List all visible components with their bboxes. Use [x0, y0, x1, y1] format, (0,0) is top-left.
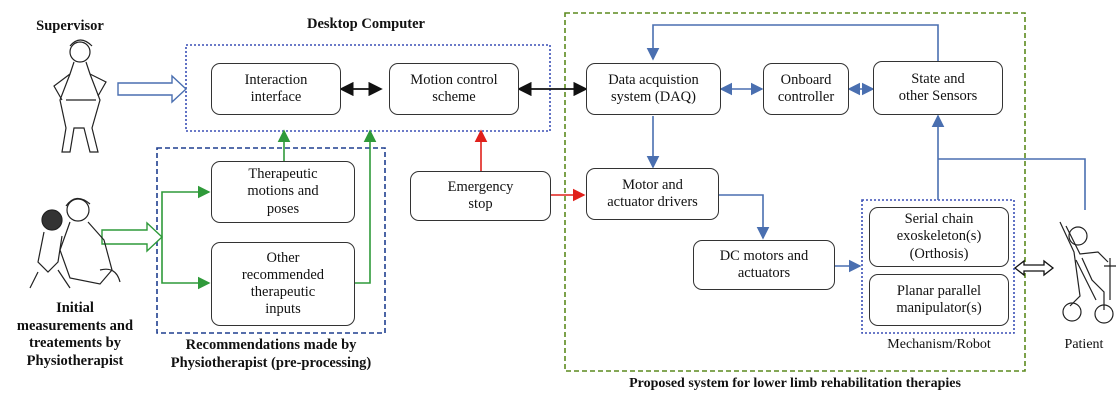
- desktop-computer-label: Desktop Computer: [306, 16, 425, 32]
- interaction-interface-box: Interaction interface: [211, 63, 341, 115]
- dc-motors-box: DC motors and actuators: [693, 240, 835, 290]
- supervisor-label: Supervisor: [36, 18, 104, 34]
- supervisor-arrow: [117, 74, 188, 104]
- patient-figure: [1059, 221, 1116, 324]
- physiotherapist-label: Initial measurements and treatements by …: [16, 300, 134, 370]
- robot-patient-arrow: [1013, 259, 1055, 277]
- therapeutic-motions-box: Therapeutic motions and poses: [211, 161, 355, 223]
- other-inputs-box: Other recommended therapeutic inputs: [211, 242, 355, 326]
- proposed-system-group: [564, 12, 1026, 372]
- daq-box: Data acquistion system (DAQ): [586, 63, 721, 115]
- state-sensors-box: State and other Sensors: [873, 61, 1003, 115]
- exoskeleton-box: Serial chain exoskeleton(s) (Orthosis): [869, 207, 1009, 267]
- onboard-controller-box: Onboard controller: [763, 63, 849, 115]
- planar-manipulator-box: Planar parallel manipulator(s): [869, 274, 1009, 326]
- proposed-system-label: Proposed system for lower limb rehabilit…: [629, 376, 961, 391]
- recommendations-group: [156, 147, 386, 334]
- mechanism-label: Mechanism/Robot: [887, 337, 991, 352]
- physio-arrow: [101, 221, 164, 253]
- supervisor-figure: [53, 39, 107, 153]
- patient-label: Patient: [1064, 337, 1104, 352]
- emergency-stop-box: Emergency stop: [410, 171, 551, 221]
- recommendations-label: Recommendations made by Physiotherapist …: [170, 337, 372, 371]
- physiotherapist-figure: [29, 197, 121, 289]
- motor-drivers-box: Motor and actuator drivers: [586, 168, 719, 220]
- motion-control-box: Motion control scheme: [389, 63, 519, 115]
